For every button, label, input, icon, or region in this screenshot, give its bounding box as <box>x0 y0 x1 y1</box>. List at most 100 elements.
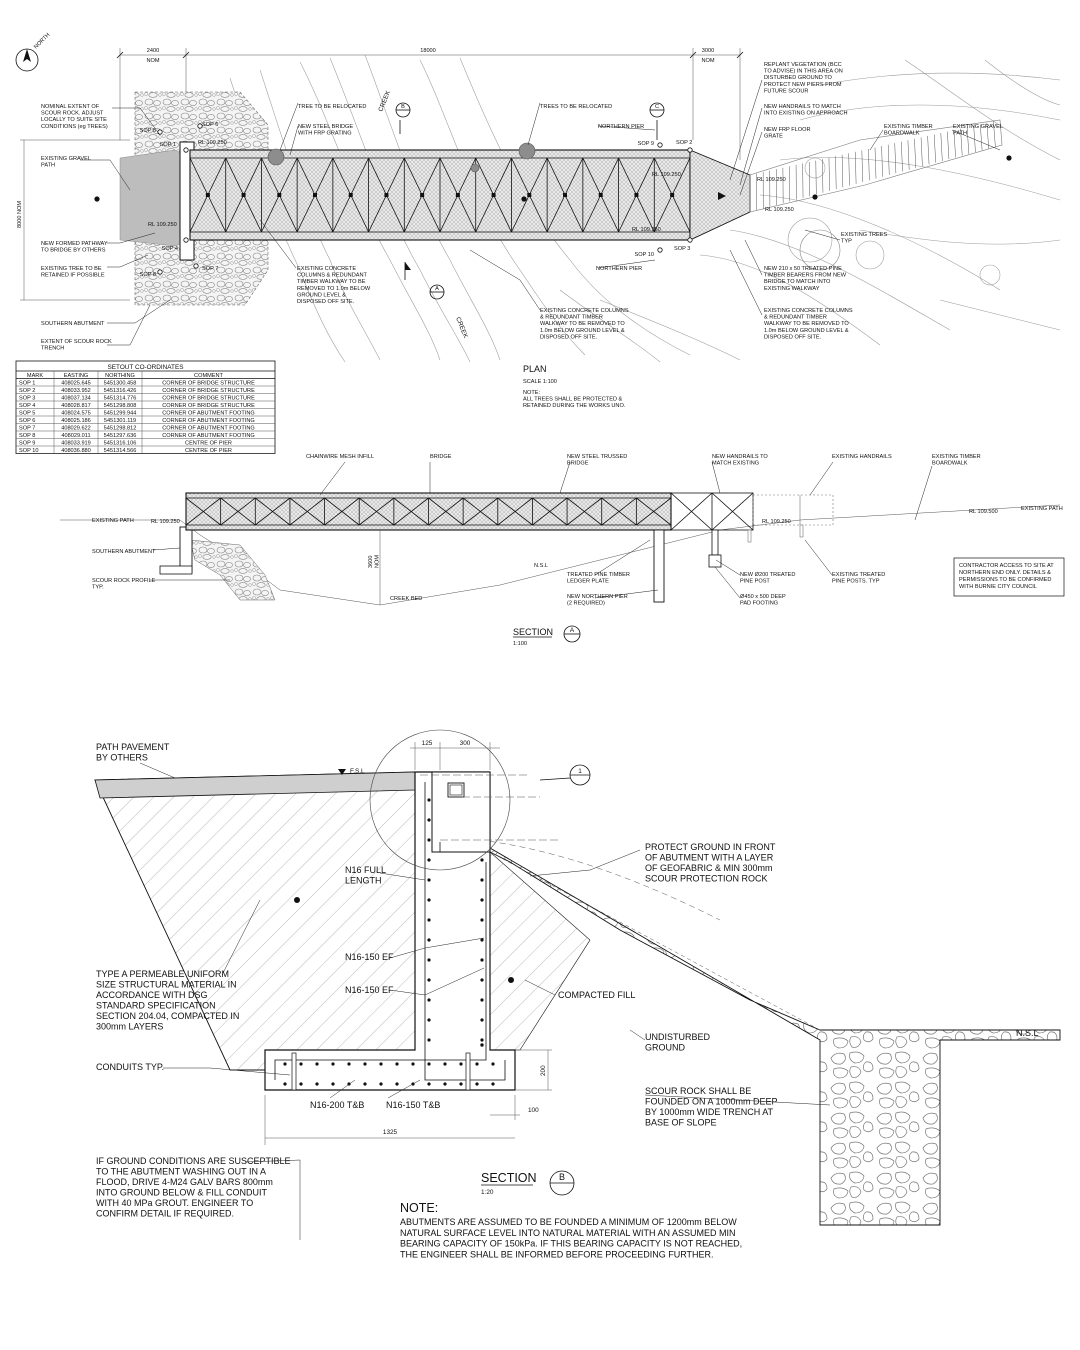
bridge-bearer <box>447 782 465 798</box>
section-b-label-line: ACCORDANCE WITH DSG <box>96 990 208 1000</box>
section-c-tag: C <box>655 104 659 110</box>
section-a-label-line: RL 109.250 <box>151 519 180 525</box>
table-frame <box>15 360 276 454</box>
section-b-label-line: N.S.L <box>1016 1028 1039 1038</box>
plan-note-top-line: TREES TO BE RELOCATED <box>540 104 612 110</box>
conduit <box>291 1052 297 1091</box>
spot-marker <box>294 897 300 903</box>
plan-note-right-line: NEW 210 x 50 TREATED PINE <box>764 266 842 272</box>
table-cell: SOP 5 <box>19 410 35 416</box>
contractor-note-box <box>953 557 1065 597</box>
boardwalk-slat <box>914 138 917 168</box>
boardwalk-slat <box>841 154 844 188</box>
boardwalk-slat <box>947 131 950 160</box>
sop-point <box>657 142 663 148</box>
section-b-dimensions: 125 300 200 100 1325 <box>264 740 552 1145</box>
section-b-label-line: FLOOD, DRIVE 4-M24 GALV BARS 800mm <box>96 1177 273 1187</box>
rebar-dot <box>427 998 431 1002</box>
spot-marker <box>94 196 100 202</box>
table-cell: CORNER OF BRIDGE STRUCTURE <box>162 388 255 394</box>
rebar-dot <box>459 1082 463 1086</box>
section-a-label-line: SOUTHERN ABUTMENT <box>92 549 156 555</box>
sop-label: SOP 2 <box>676 140 692 146</box>
section-b-label-line: N16-200 T&B <box>310 1100 364 1110</box>
rebar-dot <box>427 978 431 982</box>
section-a-label-line: BRIDGE <box>430 454 452 460</box>
section-a-label-line: (2 REQUIRED) <box>567 601 605 607</box>
plan-note-right-line: TO ADVISE) IN THIS AREA ON <box>764 69 843 75</box>
plan-note-left-line: NEW FORMED PATHWAY <box>41 241 108 247</box>
section-b-label: N16-150 EF <box>345 985 394 995</box>
sop-label: SOP 6 <box>202 122 218 128</box>
section-b-label-line: INTO GROUND BELOW & FILL CONDUIT <box>96 1188 268 1198</box>
section-b-label-line: BY OTHERS <box>96 753 148 763</box>
rebar-dot <box>379 1062 383 1066</box>
section-b-note-text: ABUTMENTS ARE ASSUMED TO BE FOUNDED A MI… <box>400 1217 742 1259</box>
section-a-title: SECTION 1:100 A <box>513 625 581 647</box>
rebar-dot <box>443 1082 447 1086</box>
dim-1325: 1325 <box>383 1129 398 1136</box>
boardwalk-slat <box>953 130 956 158</box>
section-b-title: SECTION 1:20 B <box>481 1170 575 1196</box>
table-cell: SOP 7 <box>19 425 35 431</box>
boardwalk-slat <box>920 137 923 167</box>
plan-note-bottom-line: & REDUNDANT TIMBER <box>540 315 603 321</box>
plan-note-right-line: TIMBER BEARERS FROM NEW <box>764 273 847 279</box>
truss-diagonal <box>636 497 672 526</box>
rebar-dot <box>363 1062 367 1066</box>
dim-300: 300 <box>460 740 471 747</box>
section-a-label-line: NEW HANDRAILS TO <box>712 454 768 460</box>
sop-label: SOP 8 <box>140 272 156 278</box>
plan-note-top-line: TREE TO BE RELOCATED <box>298 104 366 110</box>
section-b-note: ABUTMENTS ARE ASSUMED TO BE FOUNDED A MI… <box>400 1217 742 1259</box>
table-cell: 5451314.566 <box>104 448 137 454</box>
section-a-label-line: CHAINWIRE MESH INFILL <box>306 454 374 460</box>
truss-diagonal <box>185 497 221 526</box>
cross-member <box>313 193 317 197</box>
section-b-label-line: COMPACTED FILL <box>558 990 635 1000</box>
sop-point <box>687 147 693 153</box>
section-b-label-line: SCOUR PROTECTION ROCK <box>645 874 768 884</box>
plan-note-right-line: EXISTING TIMBER <box>884 124 933 130</box>
section-b-label-line: IF GROUND CONDITIONS ARE SUSCEPTIBLE <box>96 1156 291 1166</box>
rebar-dot <box>427 818 431 822</box>
sop-label: SOP 3 <box>674 246 690 252</box>
rebar-dot <box>480 1018 484 1022</box>
rl-label: RL 109.250 <box>148 222 177 228</box>
rebar-dot <box>347 1062 351 1066</box>
boardwalk-slat <box>901 141 903 172</box>
rebar-dot <box>459 1062 463 1066</box>
boardwalk-slat <box>835 156 837 190</box>
table-cell: CENTRE OF PIER <box>185 440 232 446</box>
table-cell: 5451298.808 <box>104 403 137 409</box>
plan-note-text-line: ALL TREES SHALL BE PROTECTED & <box>523 397 623 403</box>
plan-bridge-deck <box>189 149 691 241</box>
plan-note-bottom-line: WALKWAY TO BE REMOVED TO <box>540 321 625 327</box>
rebar-dot <box>315 1062 319 1066</box>
rebar-dot <box>363 1082 367 1086</box>
rebar-dot <box>427 838 431 842</box>
boardwalk-slat <box>868 148 870 181</box>
plan-note: NOTE:ALL TREES SHALL BE PROTECTED &RETAI… <box>523 390 626 409</box>
section-bridge-truss <box>185 492 672 531</box>
dim-100: 100 <box>528 1107 539 1114</box>
section-b-label-line: N16 FULL <box>345 865 386 875</box>
table-header: MARK <box>27 373 43 379</box>
cross-member <box>634 193 639 197</box>
tree-icon <box>267 148 285 166</box>
section-b-label-line: WITH 40 MPa GROUT. ENGINEER TO <box>96 1198 253 1208</box>
truss-diagonal <box>462 497 499 526</box>
section-a-scale: 1:100 <box>513 641 527 647</box>
